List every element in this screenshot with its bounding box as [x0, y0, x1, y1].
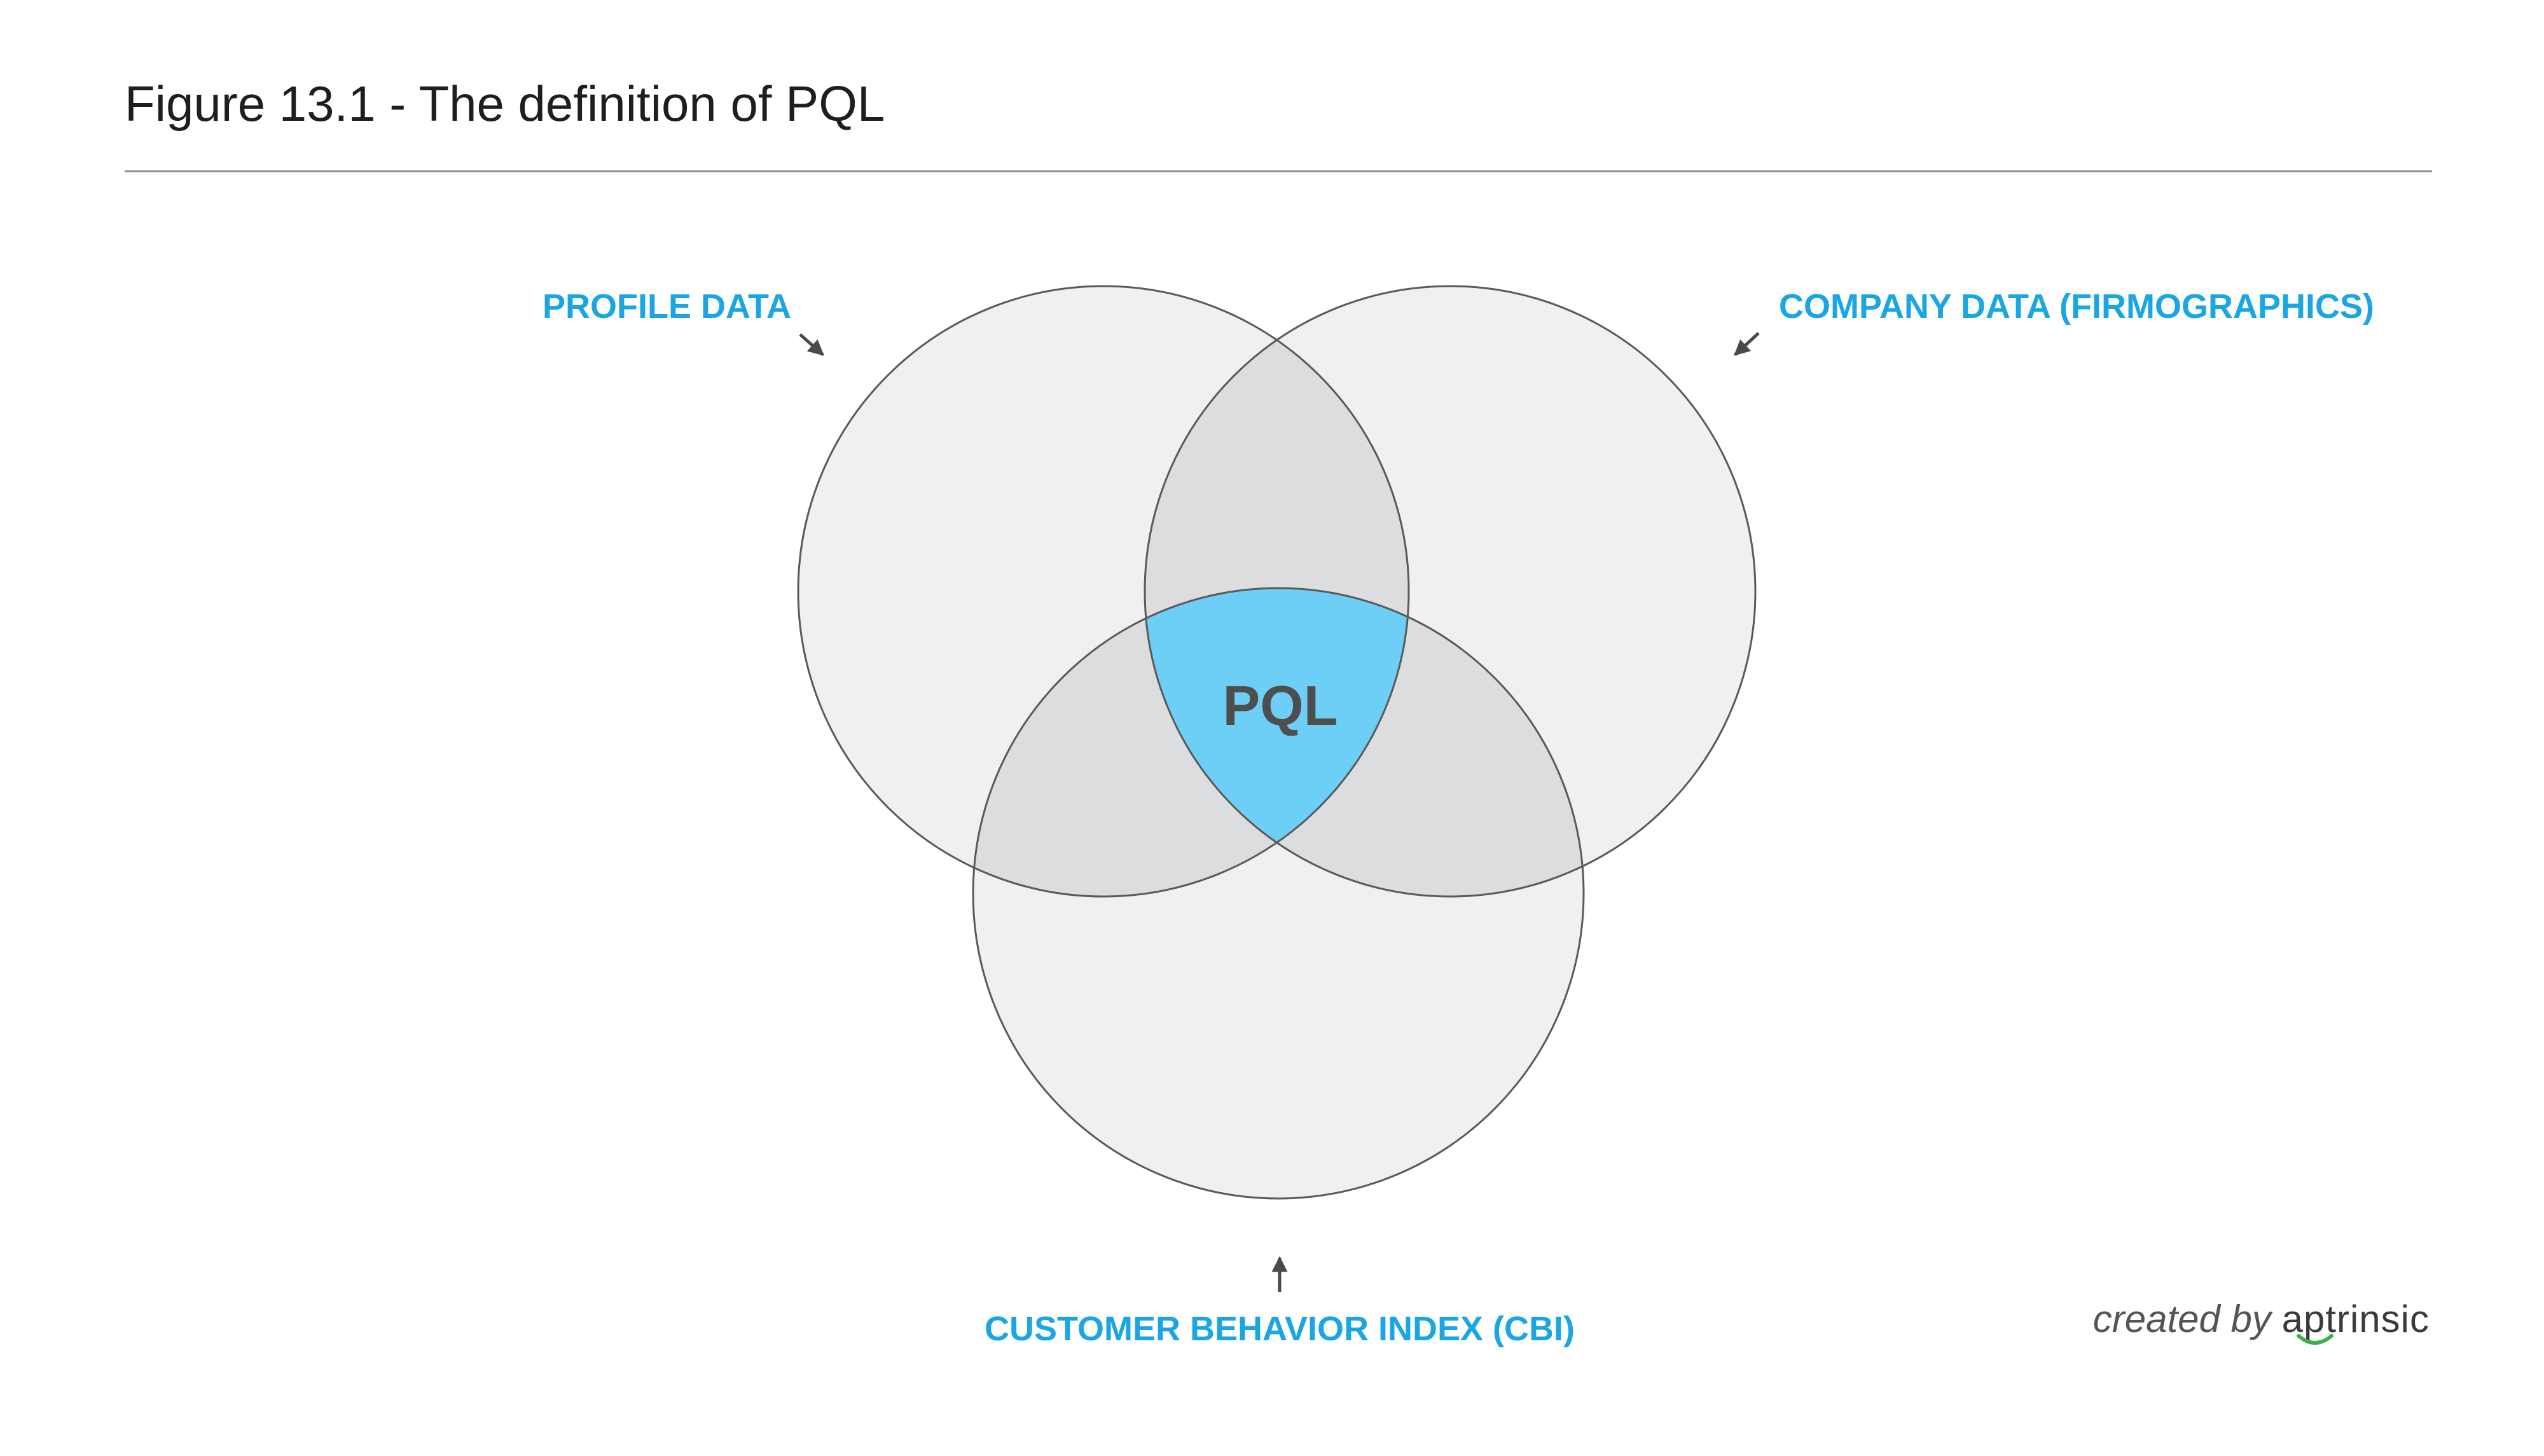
profile-data-outline — [797, 285, 1410, 898]
title-divider — [125, 170, 2432, 172]
company-data-label: COMPANY DATA (FIRMOGRAPHICS) — [1779, 287, 2374, 326]
brand-name: aptrinsic — [2281, 1298, 2430, 1340]
cbi-outline — [972, 587, 1585, 1200]
logo-smile-icon — [2296, 1334, 2333, 1345]
profile-data-label: PROFILE DATA — [543, 287, 791, 326]
credit-line: created by aptrinsic — [2092, 1297, 2430, 1345]
figure-title: Figure 13.1 - The definition of PQL — [125, 76, 885, 132]
cbi-label: CUSTOMER BEHAVIOR INDEX (CBI) — [985, 1310, 1575, 1348]
profile-data-arrow — [799, 333, 824, 356]
company-data-outline — [1144, 285, 1757, 898]
company-data-arrow — [1734, 332, 1760, 356]
pql-label: PQL — [1223, 674, 1338, 737]
aptrinsic-logo: aptrinsic — [2281, 1297, 2430, 1345]
credit-prefix: created by — [2092, 1298, 2271, 1340]
